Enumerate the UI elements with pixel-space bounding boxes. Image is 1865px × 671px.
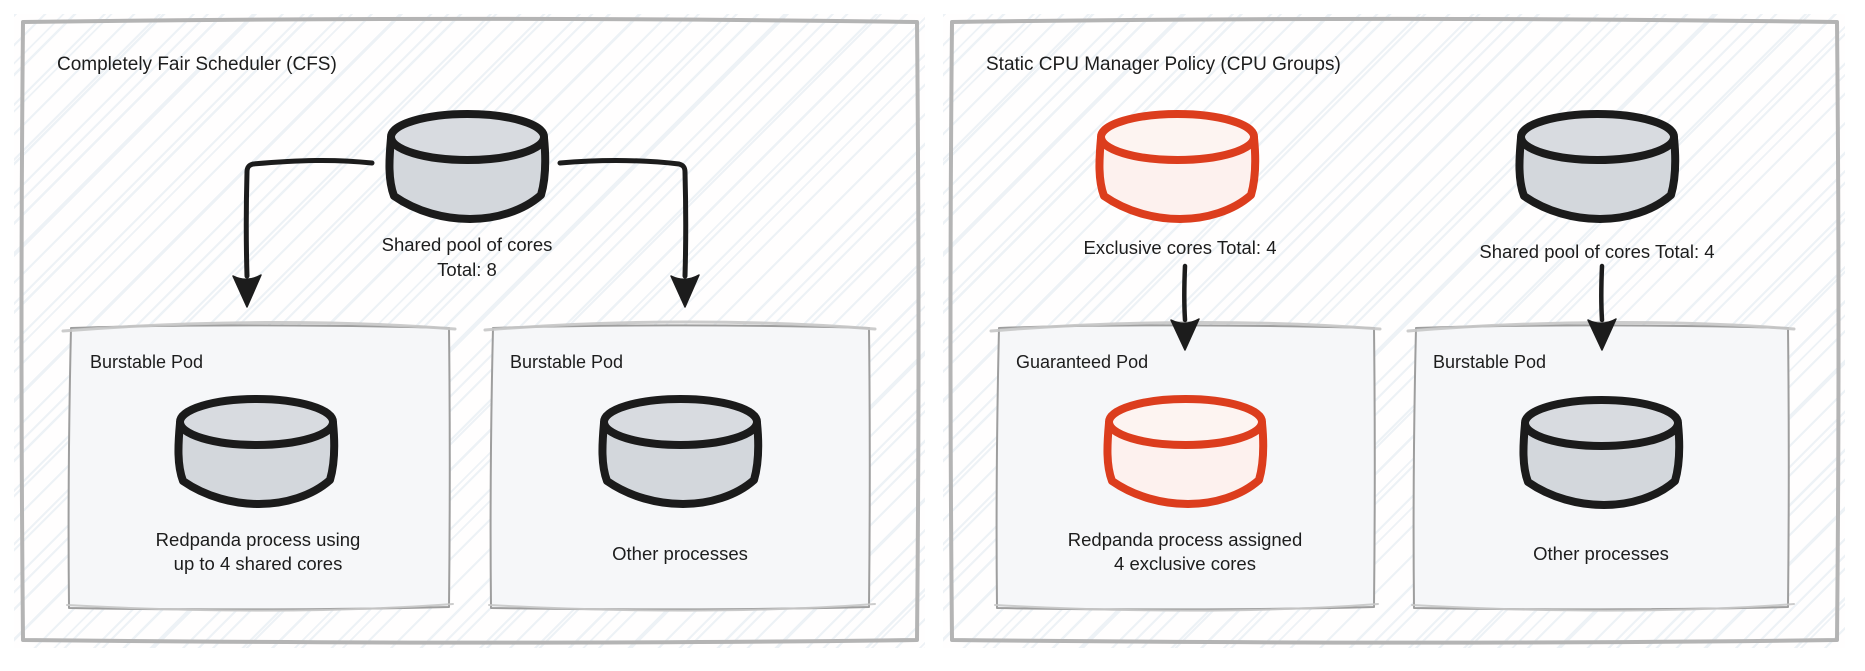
arrow-exclusive-to-guaranteed-icon — [1170, 263, 1200, 351]
shared-pool-label: Shared pool of cores Total: 8 — [382, 232, 553, 282]
panel-cfs-border — [19, 17, 921, 645]
panel-cfs: Completely Fair Scheduler (CFS) Shared p… — [14, 14, 925, 648]
shared-pool4-database-icon — [1519, 114, 1675, 219]
arrow-pool-to-left-pod-icon — [232, 157, 375, 308]
pod-title-guaranteed: Guaranteed Pod — [1016, 352, 1149, 372]
pod-title-burstable-right: Burstable Pod — [510, 352, 624, 372]
caption-other-processes-left: Other processes — [612, 543, 748, 564]
panel-static-drawing — [948, 17, 1841, 645]
pod-title-burstable-left: Burstable Pod — [90, 352, 204, 372]
redpanda-exclusive-database-icon — [1107, 399, 1263, 504]
panel-static-cpu: Static CPU Manager Policy (CPU Groups) E… — [943, 14, 1845, 648]
shared-pool-database-icon — [389, 114, 545, 219]
caption-redpanda-shared: Redpanda process using up to 4 shared co… — [155, 529, 361, 574]
panel-static-title: Static CPU Manager Policy (CPU Groups) — [986, 54, 1341, 75]
redpanda-shared-database-icon — [178, 399, 334, 504]
other-processes-database-icon-right — [1523, 400, 1679, 505]
caption-other-processes-right: Other processes — [1533, 543, 1669, 564]
arrow-pool-to-right-pod-icon — [557, 157, 700, 308]
panel-cfs-title: Completely Fair Scheduler (CFS) — [57, 54, 337, 75]
shared-pool4-label: Shared pool of cores Total: 4 — [1479, 241, 1715, 262]
shared-pool-label-line1: Shared pool of cores — [381, 234, 553, 255]
exclusive-cores-database-icon — [1099, 114, 1255, 219]
other-processes-database-icon — [602, 399, 758, 504]
exclusive-cores-label: Exclusive cores Total: 4 — [1083, 237, 1277, 258]
arrow-shared-to-burstable-icon — [1587, 263, 1617, 351]
caption-redpanda-exclusive: Redpanda process assigned 4 exclusive co… — [1067, 529, 1303, 574]
panel-static-border — [948, 17, 1841, 645]
panel-cfs-drawing — [19, 17, 921, 645]
pod-title-burstable-static: Burstable Pod — [1433, 352, 1547, 372]
shared-pool-label-line2: Total: 8 — [437, 259, 497, 280]
